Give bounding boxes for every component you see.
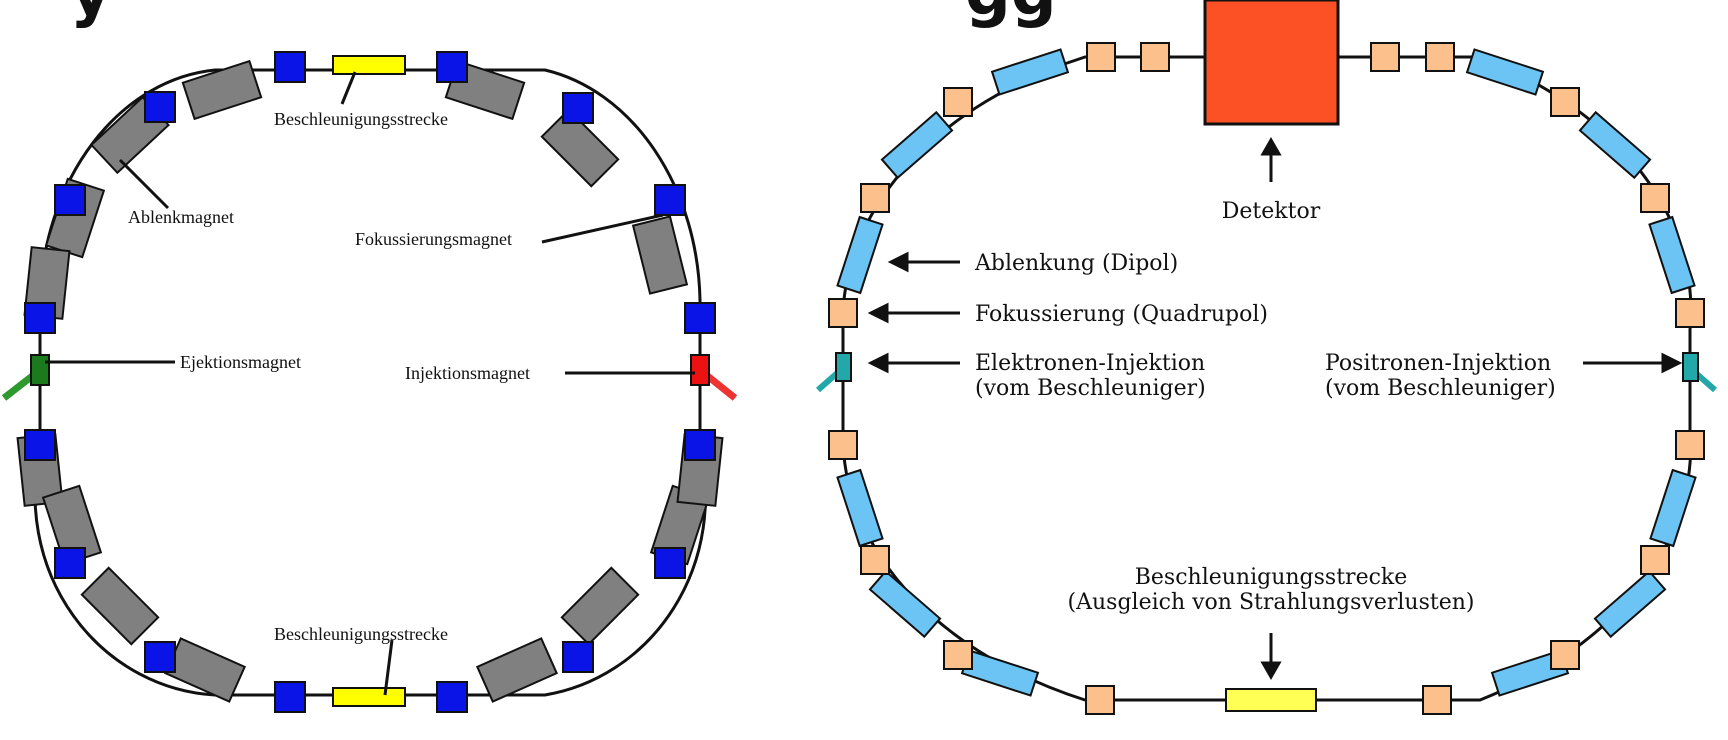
- quadrupole-magnet: [1675, 430, 1705, 460]
- quadrupole-magnet: [1085, 685, 1115, 715]
- label-positron-injection-line2: (vom Beschleuniger): [1325, 376, 1556, 401]
- arrowhead-accel: [1260, 661, 1282, 681]
- left-synchrotron-diagram: Beschleunigungsstrecke Ablenkmagnet Foku…: [1, 51, 738, 713]
- dipole-magnet: [960, 649, 1040, 697]
- dipole-magnet: [990, 48, 1070, 96]
- quadrupole-magnet: [943, 640, 973, 670]
- label-focusing: Fokussierungsmagnet: [355, 229, 512, 249]
- dipole-magnet: [836, 468, 884, 548]
- right-storage-ring-diagram: Detektor Ablenkung (Dipol) Fokussierung …: [816, 0, 1717, 715]
- quadrupole-magnet: [436, 51, 468, 83]
- dipole-magnet: [1465, 48, 1545, 96]
- ejection-magnet: [30, 354, 50, 386]
- quadrupole-magnet: [274, 681, 306, 713]
- quadrupole-magnet: [1425, 42, 1455, 72]
- arrowhead-quadrupole: [867, 302, 889, 324]
- quadrupole-magnet: [144, 641, 176, 673]
- accelerator-section-bottom: [332, 687, 406, 707]
- quadrupole-magnet: [1550, 640, 1580, 670]
- dipole-magnet: [880, 110, 954, 180]
- quadrupole-magnet: [24, 302, 56, 334]
- dipole-magnet: [1648, 215, 1696, 295]
- dipole-magnet: [475, 637, 559, 703]
- label-ejection: Ejektionsmagnet: [180, 352, 301, 372]
- quadrupole-magnet: [1422, 685, 1452, 715]
- quadrupole-magnet: [1640, 183, 1670, 213]
- quadrupole-magnet: [1086, 42, 1116, 72]
- label-detector: Detektor: [1222, 199, 1321, 224]
- quadrupole-magnet: [436, 681, 468, 713]
- dipole-magnet: [836, 215, 884, 295]
- quadrupole-magnet: [684, 429, 716, 461]
- quadrupole-magnet: [828, 430, 858, 460]
- label-positron-injection-line1: Positronen-Injektion: [1325, 351, 1551, 376]
- label-electron-injection-line1: Elektronen-Injektion: [975, 351, 1205, 376]
- arrowhead-electron-injection: [867, 352, 889, 374]
- label-accel-line1: Beschleunigungsstrecke: [1135, 565, 1408, 590]
- quadrupole-magnet: [1675, 298, 1705, 328]
- dipole-magnet: [181, 59, 263, 121]
- heading-fragment-left: y: [70, 0, 112, 30]
- dipole-magnet: [868, 569, 942, 639]
- label-quadrupole: Fokussierung (Quadrupol): [975, 302, 1268, 327]
- right-ring-components: [816, 42, 1717, 715]
- quadrupole-magnet: [274, 51, 306, 83]
- quadrupole-magnet: [828, 298, 858, 328]
- label-accel-line2: (Ausgleich von Strahlungsverlusten): [1068, 590, 1475, 615]
- dipole-magnet: [1649, 468, 1697, 548]
- quadrupole-magnet: [684, 302, 716, 334]
- positron-injection-magnet: [1682, 352, 1699, 382]
- accelerator-section-top: [332, 55, 406, 75]
- quadrupole-magnet: [54, 184, 86, 216]
- label-deflection: Ablenkmagnet: [128, 207, 234, 227]
- arrowhead-detector: [1260, 136, 1282, 156]
- quadrupole-magnet: [1140, 42, 1170, 72]
- dipole-magnet: [560, 566, 640, 646]
- leader-accel-bottom: [383, 639, 394, 696]
- quadrupole-magnet: [943, 87, 973, 117]
- quadrupole-magnet: [654, 547, 686, 579]
- dipole-magnet: [80, 566, 160, 646]
- quadrupole-magnet: [654, 184, 686, 216]
- quadrupole-magnet: [562, 641, 594, 673]
- label-injection: Injektionsmagnet: [405, 363, 530, 383]
- label-accel-bottom: Beschleunigungsstrecke: [274, 624, 448, 644]
- leader-focusing: [541, 213, 664, 244]
- quadrupole-magnet: [54, 547, 86, 579]
- quadrupole-magnet: [24, 429, 56, 461]
- dipole-magnet: [540, 108, 620, 188]
- label-electron-injection-line2: (vom Beschleuniger): [975, 376, 1206, 401]
- quadrupole-magnet: [144, 91, 176, 123]
- label-dipole: Ablenkung (Dipol): [974, 251, 1178, 276]
- heading-fragment-right: gg: [965, 0, 1057, 30]
- leader-deflection: [118, 158, 170, 210]
- dipole-magnet: [163, 637, 247, 703]
- quadrupole-magnet: [1640, 545, 1670, 575]
- quadrupole-magnet: [1550, 87, 1580, 117]
- left-ring-components: [1, 51, 738, 713]
- dipole-magnet: [631, 215, 689, 295]
- leader-accel-top: [340, 71, 357, 105]
- quadrupole-magnet: [1370, 42, 1400, 72]
- arrowhead-dipole: [887, 251, 909, 273]
- quadrupole-magnet: [860, 183, 890, 213]
- quadrupole-magnet: [860, 545, 890, 575]
- quadrupole-magnet: [562, 92, 594, 124]
- arrowhead-positron-injection: [1661, 352, 1683, 374]
- injection-magnet: [690, 354, 710, 386]
- dipole-magnet: [1578, 110, 1652, 180]
- detector-block: [1203, 0, 1340, 126]
- dipole-magnet: [1593, 569, 1667, 639]
- label-accel-top: Beschleunigungsstrecke: [274, 109, 448, 129]
- accelerator-section: [1225, 688, 1317, 712]
- electron-injection-magnet: [835, 352, 852, 382]
